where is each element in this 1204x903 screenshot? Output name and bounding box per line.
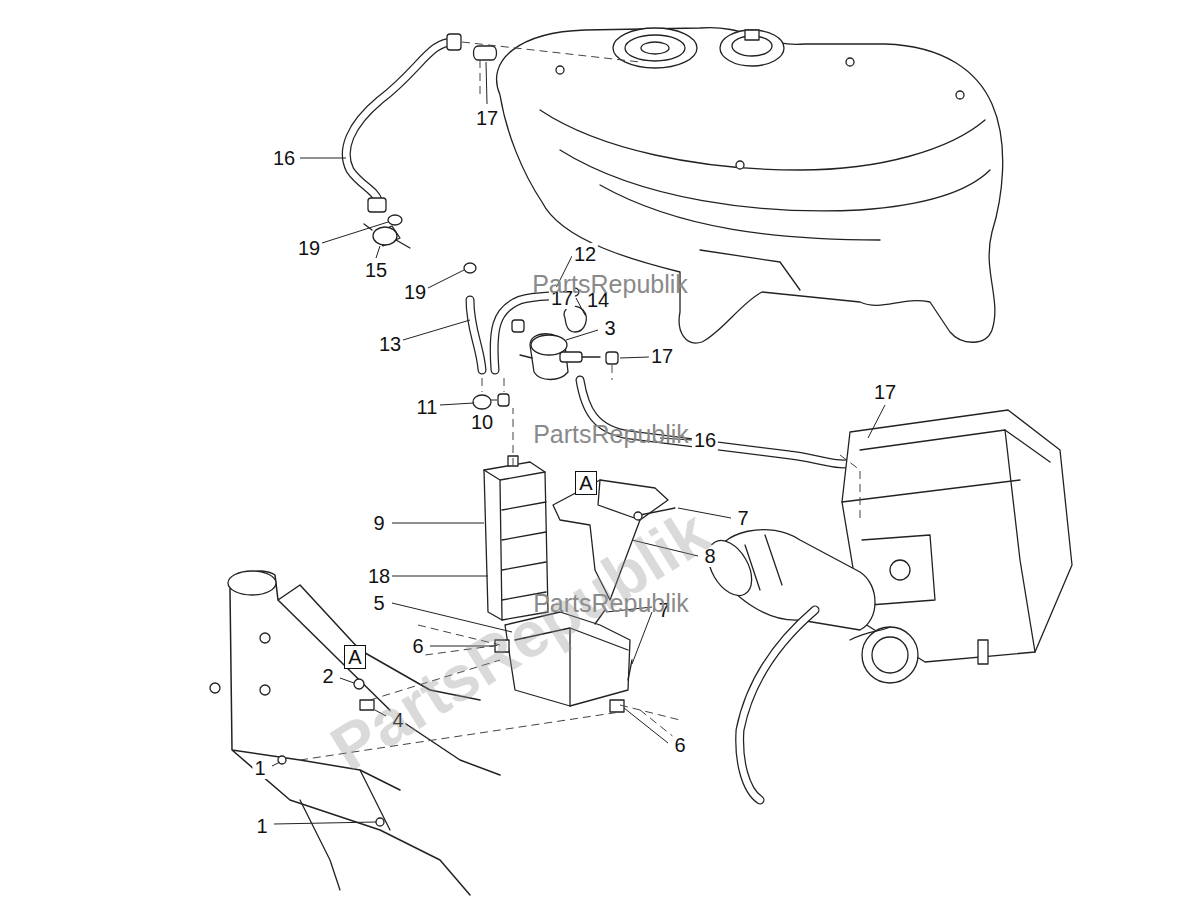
callout-number: 15 [363,259,389,281]
callout-number: 17 [649,345,675,367]
watermark: PartsRepublik [533,420,689,448]
callout-number: 2 [320,665,335,687]
callout-number: 17 [474,107,500,129]
callout-number: 17 [872,381,898,403]
vent-hose [346,42,455,200]
callout-number: 18 [366,565,392,587]
callout-number: 19 [296,237,322,259]
callout-number: 6 [672,734,687,756]
callout-number: 16 [692,429,718,451]
callout-number: 1 [252,757,267,779]
callout-number: 10 [469,411,495,433]
callout-number: 6 [410,635,425,657]
callout-number: 12 [572,243,598,265]
reference-box: A [344,645,366,669]
callout-number: 7 [735,507,750,529]
watermark: PartsRepublik [532,270,688,298]
callout-number: 9 [371,512,386,534]
callout-number: 1 [254,815,269,837]
callout-number: 16 [271,147,297,169]
fuel-tank [497,28,1003,343]
callout-number: 13 [377,333,403,355]
callout-number: 3 [602,317,617,339]
reference-box: A [575,471,597,495]
reference-letter: A [348,647,361,667]
callout-number: 11 [415,396,440,418]
callout-number: 5 [371,592,386,614]
watermark: PartsRepublik [319,496,721,783]
reference-letter: A [579,473,592,493]
callout-number: 19 [402,281,428,303]
airbox [842,410,1072,662]
